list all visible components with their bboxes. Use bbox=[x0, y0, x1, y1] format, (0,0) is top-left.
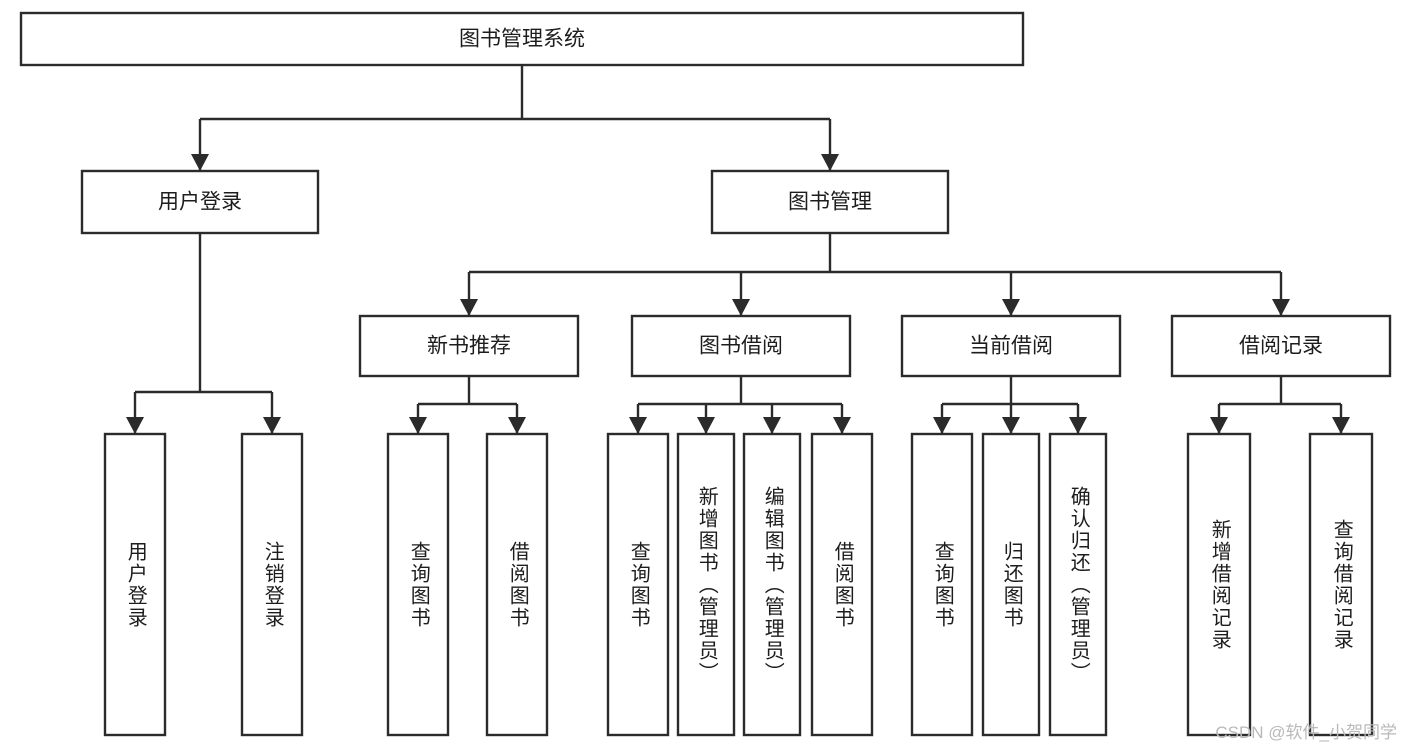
node-book-manage-label: 图书管理 bbox=[788, 191, 872, 214]
node-current-borrow-label: 当前借阅 bbox=[969, 335, 1053, 358]
node-root-label: 图书管理系统 bbox=[459, 28, 585, 51]
node-leaf-confirm-return[interactable] bbox=[1048, 432, 1108, 737]
node-new-book-rec-label: 新书推荐 bbox=[427, 335, 511, 358]
root-to-level1-arrowhead-0 bbox=[191, 154, 209, 171]
node-leaf-add-book-admin[interactable] bbox=[676, 432, 736, 737]
book-borrow-to-leaves-arrowhead-3 bbox=[833, 417, 851, 434]
new-book-rec-to-leaves-arrowhead-0 bbox=[409, 417, 427, 434]
bookmanage-to-level2-arrowhead-0 bbox=[460, 299, 478, 316]
node-leaf-user-logout[interactable] bbox=[240, 432, 304, 737]
node-leaf-edit-book-admin[interactable] bbox=[742, 432, 802, 737]
bookmanage-to-level2-arrowhead-3 bbox=[1272, 299, 1290, 316]
borrow-record-to-leaves-arrowhead-0 bbox=[1210, 417, 1228, 434]
bookmanage-to-level2-arrowhead-1 bbox=[732, 299, 750, 316]
book-borrow-to-leaves-arrowhead-0 bbox=[629, 417, 647, 434]
node-borrow-record-label: 借阅记录 bbox=[1239, 335, 1323, 358]
node-leaf-add-record[interactable] bbox=[1186, 432, 1252, 737]
node-leaf-borrow-book-2[interactable] bbox=[810, 432, 874, 737]
node-leaf-return-book[interactable] bbox=[981, 432, 1041, 737]
new-book-rec-to-leaves-arrowhead-1 bbox=[508, 417, 526, 434]
node-book-manage[interactable]: 图书管理 bbox=[710, 169, 950, 235]
node-current-borrow[interactable]: 当前借阅 bbox=[900, 314, 1122, 378]
current-borrow-to-leaves-arrowhead-0 bbox=[933, 417, 951, 434]
node-borrow-record[interactable]: 借阅记录 bbox=[1170, 314, 1392, 378]
node-leaf-query-book-2[interactable] bbox=[606, 432, 670, 737]
node-leaf-query-book-1[interactable] bbox=[386, 432, 450, 737]
node-user-login[interactable]: 用户登录 bbox=[80, 169, 320, 235]
node-leaf-query-book-3[interactable] bbox=[910, 432, 974, 737]
current-borrow-to-leaves-arrowhead-2 bbox=[1069, 417, 1087, 434]
connector-layer bbox=[126, 65, 1350, 434]
node-user-login-label: 用户登录 bbox=[158, 191, 242, 214]
user-login-to-leaves-arrowhead-1 bbox=[263, 417, 281, 434]
csdn-watermark: CSDN @软件_小贺同学 bbox=[1215, 723, 1397, 742]
node-leaf-borrow-book-1[interactable] bbox=[485, 432, 549, 737]
borrow-record-to-leaves-arrowhead-1 bbox=[1332, 417, 1350, 434]
node-new-book-rec[interactable]: 新书推荐 bbox=[358, 314, 580, 378]
bookmanage-to-level2-arrowhead-2 bbox=[1002, 299, 1020, 316]
current-borrow-to-leaves-arrowhead-1 bbox=[1002, 417, 1020, 434]
node-leaf-query-record[interactable] bbox=[1308, 432, 1374, 737]
node-book-borrow-label: 图书借阅 bbox=[699, 335, 783, 358]
book-borrow-to-leaves-arrowhead-1 bbox=[697, 417, 715, 434]
node-leaf-user-login[interactable] bbox=[103, 432, 167, 737]
root-to-level1-arrowhead-1 bbox=[821, 154, 839, 171]
user-login-to-leaves-arrowhead-0 bbox=[126, 417, 144, 434]
book-borrow-to-leaves-arrowhead-2 bbox=[763, 417, 781, 434]
node-root[interactable]: 图书管理系统 bbox=[19, 11, 1025, 67]
node-book-borrow[interactable]: 图书借阅 bbox=[630, 314, 852, 378]
